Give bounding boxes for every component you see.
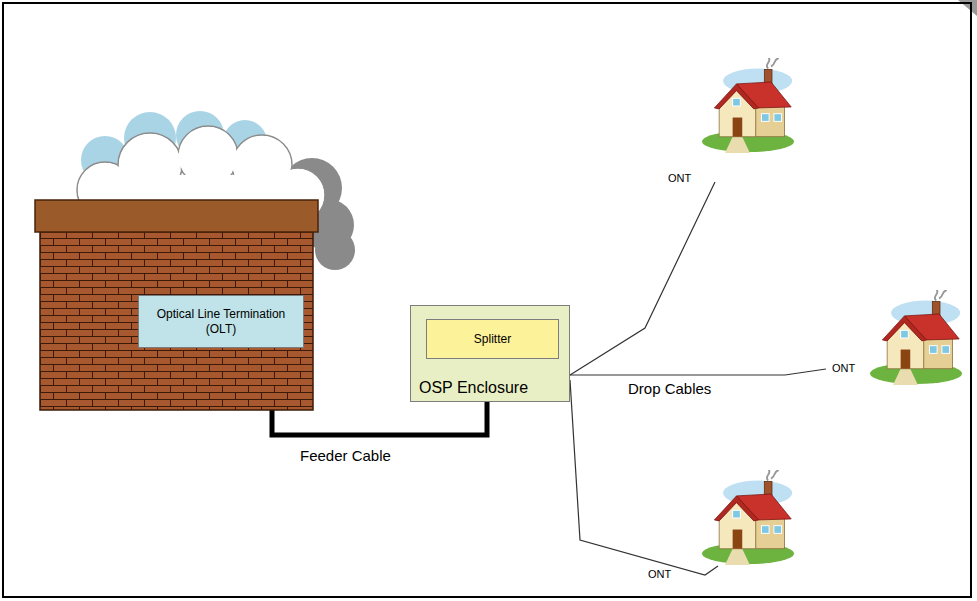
ont-label: ONT — [668, 172, 691, 185]
frame — [3, 3, 971, 597]
drop-cables — [570, 182, 826, 575]
cloud-puff — [315, 230, 355, 270]
house-icon — [702, 469, 794, 565]
osp-enclosure: OSP Enclosure Splitter — [410, 305, 570, 402]
cable-label: Drop Cables — [628, 380, 711, 397]
ont-label: ONT — [832, 362, 855, 375]
splitter-box: Splitter — [426, 319, 559, 359]
box-label: Splitter — [474, 332, 511, 346]
cable-label: Feeder Cable — [300, 447, 391, 464]
drop-cable — [570, 369, 826, 375]
house-icon — [702, 57, 794, 153]
ont-label: ONT — [648, 568, 671, 581]
box-label: Optical Line Termination (OLT) — [146, 307, 296, 336]
brick-wall — [40, 232, 313, 410]
olt-box: Optical Line Termination (OLT) — [138, 295, 304, 348]
house-icon — [870, 289, 962, 385]
drop-cable — [570, 380, 718, 575]
roof-cap — [35, 200, 318, 232]
drop-cable — [570, 182, 715, 375]
enclosure-title: OSP Enclosure — [419, 378, 528, 397]
